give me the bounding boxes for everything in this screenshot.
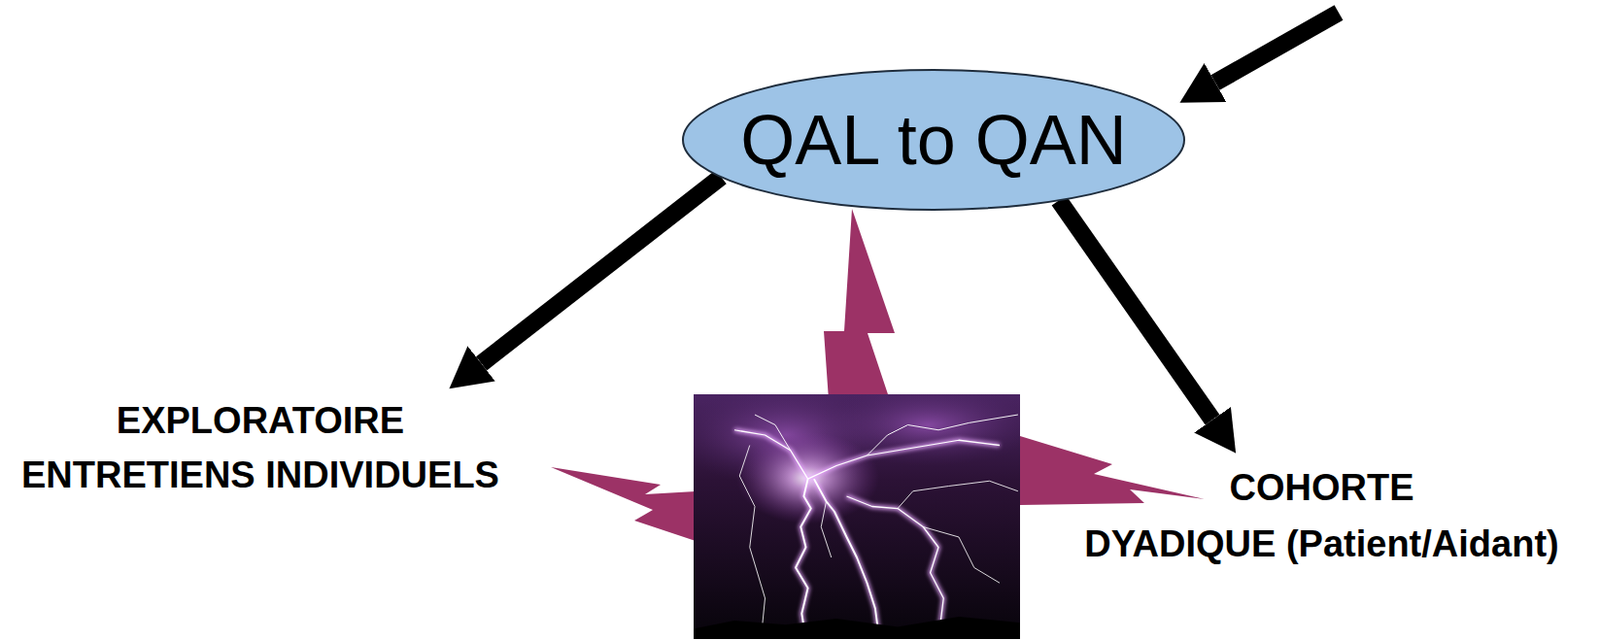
text-group: QAL to QAN: [740, 98, 1126, 182]
node-label: EXPLORATOIRE: [116, 393, 405, 448]
lightning-bolt-left: [550, 467, 696, 542]
lightning-bolt-right: [1020, 436, 1205, 506]
incoming-arrow: [1215, 12, 1339, 83]
node-label: ENTRETIENS INDIVIDUELS: [21, 447, 500, 503]
node-label: DYADIQUE (Patient/Aidant): [1084, 515, 1559, 573]
ellipse-shape: [682, 69, 1185, 210]
lightning-photo: [673, 384, 1041, 640]
text-group: EXPLORATOIREENTRETIENS INDIVIDUELS: [21, 393, 500, 503]
node-label: QAL to QAN: [740, 98, 1126, 182]
node-label: COHORTE: [1228, 459, 1414, 516]
text-node: COHORTEDYADIQUE (Patient/Aidant): [1074, 455, 1569, 577]
connector-arrow: [481, 176, 722, 364]
connector-arrow: [1058, 200, 1213, 420]
text-node: EXPLORATOIREENTRETIENS INDIVIDUELS: [11, 389, 510, 507]
text-group: COHORTEDYADIQUE (Patient/Aidant): [1084, 459, 1559, 573]
lightning-bolt-up: [823, 208, 895, 401]
ellipse-node: QAL to QAN: [680, 68, 1187, 212]
